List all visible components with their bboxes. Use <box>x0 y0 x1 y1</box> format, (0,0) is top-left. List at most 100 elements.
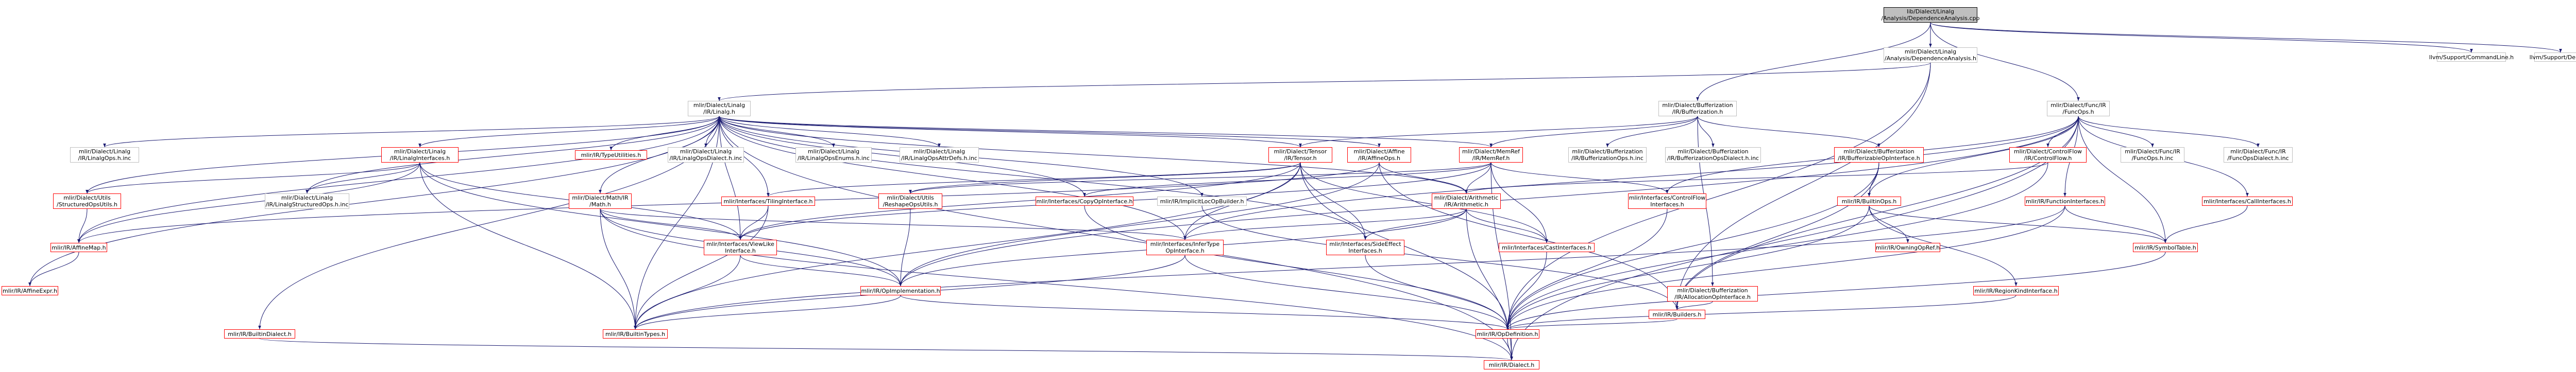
node-mathh[interactable]: mlir/Dialect/Math/IR /Math.h <box>569 193 632 209</box>
edge-root-to-funcops <box>1930 22 2080 101</box>
node-dialect[interactable]: mlir/IR/Dialect.h <box>1484 360 1539 369</box>
node-funcops[interactable]: mlir/Dialect/Func/IR /FuncOps.h <box>2047 101 2110 116</box>
edge-arith-to-sideeffect <box>1364 208 1467 240</box>
edge-linalg-to-linalgops <box>103 116 720 148</box>
edge-linalgifaces-to-linalgstructops <box>306 162 420 194</box>
node-arith[interactable]: mlir/Dialect/Arithmetic /IR/Arithmetic.h <box>1432 193 1501 209</box>
edge-linalgifaces-to-affinemap <box>77 162 420 243</box>
node-symboltable[interactable]: mlir/IR/SymbolTable.h <box>2133 243 2198 252</box>
node-calliface[interactable]: mlir/Interfaces/CallInterfaces.h <box>2202 197 2293 206</box>
edge-linalg-to-linalgifaces <box>418 116 720 148</box>
node-viewlike[interactable]: mlir/Interfaces/ViewLike Interface.h <box>704 240 777 255</box>
edge-linalg-to-affinemap <box>77 116 720 243</box>
node-builtintypes[interactable]: mlir/IR/BuiltinTypes.h <box>603 329 668 339</box>
edge-regionkind-to-opdef <box>1506 295 2016 330</box>
edge-funcops-to-funcdialect <box>2078 116 2260 148</box>
node-copyiface[interactable]: mlir/Interfaces/CopyOpInterface.h <box>1036 197 1133 206</box>
edge-funcops-to-infertype <box>1183 116 2079 240</box>
node-memref[interactable]: mlir/Dialect/MemRef /IR/MemRef.h <box>1459 147 1523 163</box>
node-regionkind[interactable]: mlir/IR/RegionKindInterface.h <box>1973 286 2059 295</box>
edge-copyiface-to-opdef <box>1084 205 1509 330</box>
node-funciface[interactable]: mlir/IR/FunctionInterfaces.h <box>2025 197 2105 206</box>
node-linalgenums[interactable]: mlir/Dialect/Linalg /IR/LinalgOpsEnums.h… <box>795 147 872 163</box>
node-opdef[interactable]: mlir/IR/OpDefinition.h <box>1476 329 1539 339</box>
node-linalgifaces[interactable]: mlir/Dialect/Linalg /IR/LinalgInterfaces… <box>381 147 459 163</box>
edge-layer <box>28 22 2562 361</box>
edge-viewlike-to-builtintypes <box>634 255 741 330</box>
node-utilsreshape[interactable]: mlir/Dialect/Utils /ReshapeOpsUtils.h <box>878 193 942 209</box>
node-builtinops[interactable]: mlir/IR/BuiltinOps.h <box>1837 197 1901 206</box>
edge-depan-to-linalg <box>718 62 1931 101</box>
node-utilsstruct[interactable]: mlir/Dialect/Utils /StructuredOpsUtils.h <box>53 193 121 209</box>
node-typeutil[interactable]: mlir/IR/TypeUtilities.h <box>575 150 647 160</box>
edge-builtinops-to-symboltable <box>1869 205 2167 243</box>
edge-opimpl-to-opdef <box>900 295 1509 330</box>
node-linalgstructops[interactable]: mlir/Dialect/Linalg /IR/LinalgStructured… <box>265 193 349 209</box>
node-linalgattr[interactable]: mlir/Dialect/Linalg /IR/LinalgOpsAttrDef… <box>900 147 979 163</box>
edge-funcops-to-controlflow <box>2046 116 2079 148</box>
edge-linalg-to-affineops <box>719 116 1381 148</box>
edge-tilingiface-to-builtintypes <box>634 205 769 330</box>
edge-tensor-to-sideeffect <box>1300 162 1367 240</box>
node-funcopsinc[interactable]: mlir/Dialect/Func/IR /FuncOps.h.inc <box>2121 147 2184 163</box>
node-tensor[interactable]: mlir/Dialect/Tensor /IR/Tensor.h <box>1268 147 1332 163</box>
node-bufferization[interactable]: mlir/Dialect/Bufferization /IR/Bufferiza… <box>1658 101 1737 116</box>
node-cmdline[interactable]: llvm/Support/CommandLine.h <box>2429 52 2514 62</box>
edge-mathh-to-infertype <box>600 208 1187 240</box>
node-funcdialect[interactable]: mlir/Dialect/Func/IR /FuncOpsDialect.h.i… <box>2224 147 2293 163</box>
node-infertype[interactable]: mlir/Interfaces/InferType OpInterface.h <box>1146 240 1224 255</box>
edge-linalg-to-sideeffect <box>719 116 1367 240</box>
node-debug[interactable]: llvm/Support/Debug.h <box>2530 52 2576 62</box>
edge-tensor-to-tilingiface <box>767 162 1301 197</box>
node-tilingiface[interactable]: mlir/Interfaces/TilingInterface.h <box>721 197 815 206</box>
node-builtindialect[interactable]: mlir/IR/BuiltinDialect.h <box>224 329 295 339</box>
edge-funciface-to-builtintypes <box>634 205 2065 330</box>
edge-linalg-to-linalgattr <box>719 116 941 148</box>
node-opimpl[interactable]: mlir/IR/OpImplementation.h <box>860 286 941 295</box>
edge-castiface-to-opdef <box>1506 252 1547 330</box>
edge-controlflow-to-arith <box>1465 162 2048 194</box>
edge-tilingiface-to-viewlike <box>739 205 769 240</box>
edge-bufferization-to-buffops <box>1606 116 1698 148</box>
edge-funcops-to-dialect <box>1510 116 2079 361</box>
node-controlflow[interactable]: mlir/Dialect/ControlFlow /IR/ControlFlow… <box>2009 147 2087 163</box>
node-linalgops[interactable]: mlir/Dialect/Linalg /IR/LinalgOps.h.inc <box>70 147 139 163</box>
node-linalg[interactable]: mlir/Dialect/Linalg /IR/Linalg.h <box>688 101 751 116</box>
node-castiface[interactable]: mlir/Interfaces/CastInterfaces.h <box>1499 243 1595 252</box>
edge-infertype-to-opdef <box>1184 255 1509 330</box>
node-bufferizable[interactable]: mlir/Dialect/Bufferization /IR/Bufferiza… <box>1834 147 1924 163</box>
node-depan[interactable]: mlir/Dialect/Linalg /Analysis/Dependence… <box>1884 47 1977 63</box>
node-linalgdialect[interactable]: mlir/Dialect/Linalg /IR/LinalgOpsDialect… <box>668 147 744 163</box>
node-sideeffect[interactable]: mlir/Interfaces/SideEffect Interfaces.h <box>1326 240 1404 255</box>
edge-affineops-to-opimpl <box>899 162 1380 287</box>
edge-funcops-to-builtinops <box>1868 116 2079 197</box>
node-affineops[interactable]: mlir/Dialect/Affine /IR/AffineOps.h <box>1347 147 1411 163</box>
node-root[interactable]: lib/Dialect/Linalg /Analysis/DependenceA… <box>1881 7 1980 23</box>
edge-linalg-to-linalgenums <box>719 116 835 148</box>
node-buffops[interactable]: mlir/Dialect/Bufferization /IR/Bufferiza… <box>1568 147 1647 163</box>
node-owningop[interactable]: mlir/IR/OwningOpRef.h <box>1875 243 1940 252</box>
node-bufalloc[interactable]: mlir/Dialect/Bufferization /IR/Allocatio… <box>1667 286 1758 302</box>
node-affineexpr[interactable]: mlir/IR/AffineExpr.h <box>2 286 58 295</box>
edge-linalgifaces-to-utilsstruct <box>86 162 420 194</box>
edge-mathh-to-viewlike <box>600 208 742 240</box>
edge-symboltable-to-opdef <box>1506 252 2166 330</box>
node-cfiface[interactable]: mlir/Interfaces/ControlFlow Interfaces.h <box>1628 193 1706 209</box>
node-affinemap[interactable]: mlir/IR/AffineMap.h <box>50 243 107 252</box>
edge-bufferizable-to-opdef <box>1506 162 1879 330</box>
edge-bufferizable-to-builders <box>1675 162 1879 310</box>
edge-bufalloc-to-builders <box>1675 301 1713 310</box>
node-implicitloc[interactable]: mlir/IR/ImplicitLocOpBuilder.h <box>1157 197 1247 206</box>
edge-mathh-to-builtintypes <box>600 208 637 330</box>
edge-opdef-to-dialect <box>1507 338 1513 361</box>
edge-builtinops-to-opdef <box>1506 205 1870 330</box>
edge-funcops-to-symboltable <box>2078 116 2167 243</box>
edge-affineops-to-arith <box>1379 162 1468 194</box>
node-builders[interactable]: mlir/IR/Builders.h <box>1649 310 1705 319</box>
node-buffopsdialect[interactable]: mlir/Dialect/Bufferization /IR/Bufferiza… <box>1665 147 1761 163</box>
edge-tensor-to-utilsreshape <box>909 162 1301 194</box>
edge-tensor-to-castiface <box>1300 162 1548 243</box>
edge-linalg-to-viewlike <box>719 116 742 240</box>
edge-builtinops-to-owningop <box>1869 205 1909 243</box>
